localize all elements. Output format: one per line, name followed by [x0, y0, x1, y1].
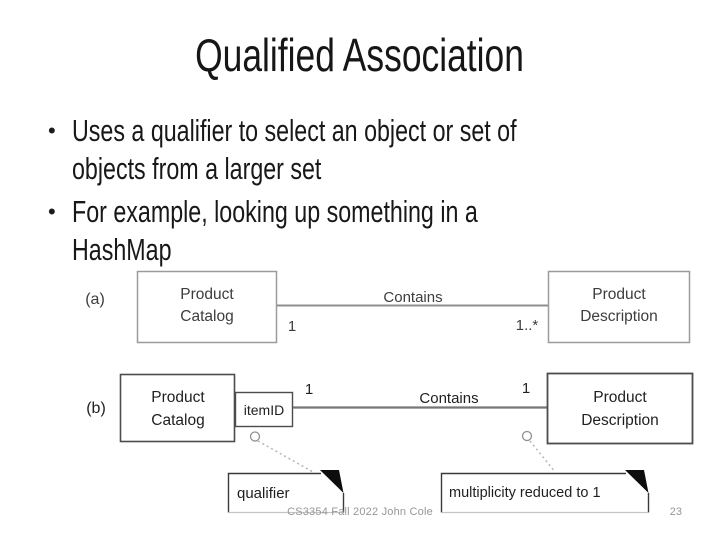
- multiplicity-b-left: 1: [305, 381, 313, 398]
- bullet-2-line-1: For example, looking up something in a: [72, 194, 478, 229]
- class-name-a-right-line2: Description: [580, 308, 658, 325]
- multiplicity-b-right: 1: [522, 380, 530, 397]
- class-name-b-right-line2: Description: [581, 412, 659, 429]
- part-a-label: (a): [85, 291, 105, 308]
- note-connector-left: [257, 440, 314, 473]
- note-connector-right: [529, 440, 556, 473]
- bullet-1-line-2: objects from a larger set: [72, 151, 322, 186]
- note-anchor-circle-right: [521, 430, 533, 442]
- note-box-multiplicity: multiplicity reduced to 1: [440, 470, 650, 514]
- bullet-icon: •: [48, 199, 56, 224]
- association-label-b: Contains: [419, 390, 478, 407]
- multiplicity-a-left: 1: [288, 318, 296, 335]
- bullet-2-line-2: HashMap: [72, 232, 172, 267]
- qualifier-box-label: itemID: [244, 402, 284, 418]
- class-box-product-description-a: [547, 270, 691, 344]
- class-name-b-left-line1: Product: [151, 389, 205, 406]
- qualifier-box-itemid: [234, 391, 294, 428]
- class-box-product-description-b: [546, 372, 694, 445]
- part-b-label: (b): [86, 400, 106, 417]
- class-name-b-left-line2: Catalog: [151, 412, 204, 429]
- bullet-1-line-1: Uses a qualifier to select an object or …: [72, 113, 517, 148]
- bullet-list: • Uses a qualifier to select an object o…: [48, 112, 672, 269]
- page-title: Qualified Association: [0, 28, 720, 83]
- class-name-a-left-line2: Catalog: [180, 308, 233, 325]
- note-box-qualifier: qualifier: [227, 470, 345, 514]
- class-name-b-right-line1: Product: [593, 389, 647, 406]
- footer-page-number: 23: [669, 506, 682, 518]
- note-qualifier-border: [227, 472, 321, 513]
- bullet-icon: •: [48, 118, 56, 143]
- page-title-text: Qualified Association: [195, 29, 525, 81]
- class-box-product-catalog-a: [136, 270, 278, 344]
- note-multiplicity-border: [440, 472, 626, 513]
- bullet-item-2: • For example, looking up something in a…: [48, 193, 672, 269]
- note-qualifier-text: qualifier: [237, 485, 290, 502]
- note-fold-corner-icon: [625, 470, 649, 493]
- footer-course-text: CS3354 Fall 2022 John Cole: [287, 506, 433, 518]
- class-box-product-catalog-b: [119, 373, 236, 443]
- multiplicity-a-right: 1..*: [516, 317, 539, 334]
- note-anchor-circle-left: [249, 431, 261, 442]
- class-name-a-right-line1: Product: [592, 286, 646, 303]
- note-fold-corner-icon: [320, 470, 344, 493]
- association-label-a: Contains: [383, 289, 442, 306]
- bullet-item-1: • Uses a qualifier to select an object o…: [48, 112, 672, 188]
- class-name-a-left-line1: Product: [180, 286, 234, 303]
- note-multiplicity-text: multiplicity reduced to 1: [449, 485, 601, 501]
